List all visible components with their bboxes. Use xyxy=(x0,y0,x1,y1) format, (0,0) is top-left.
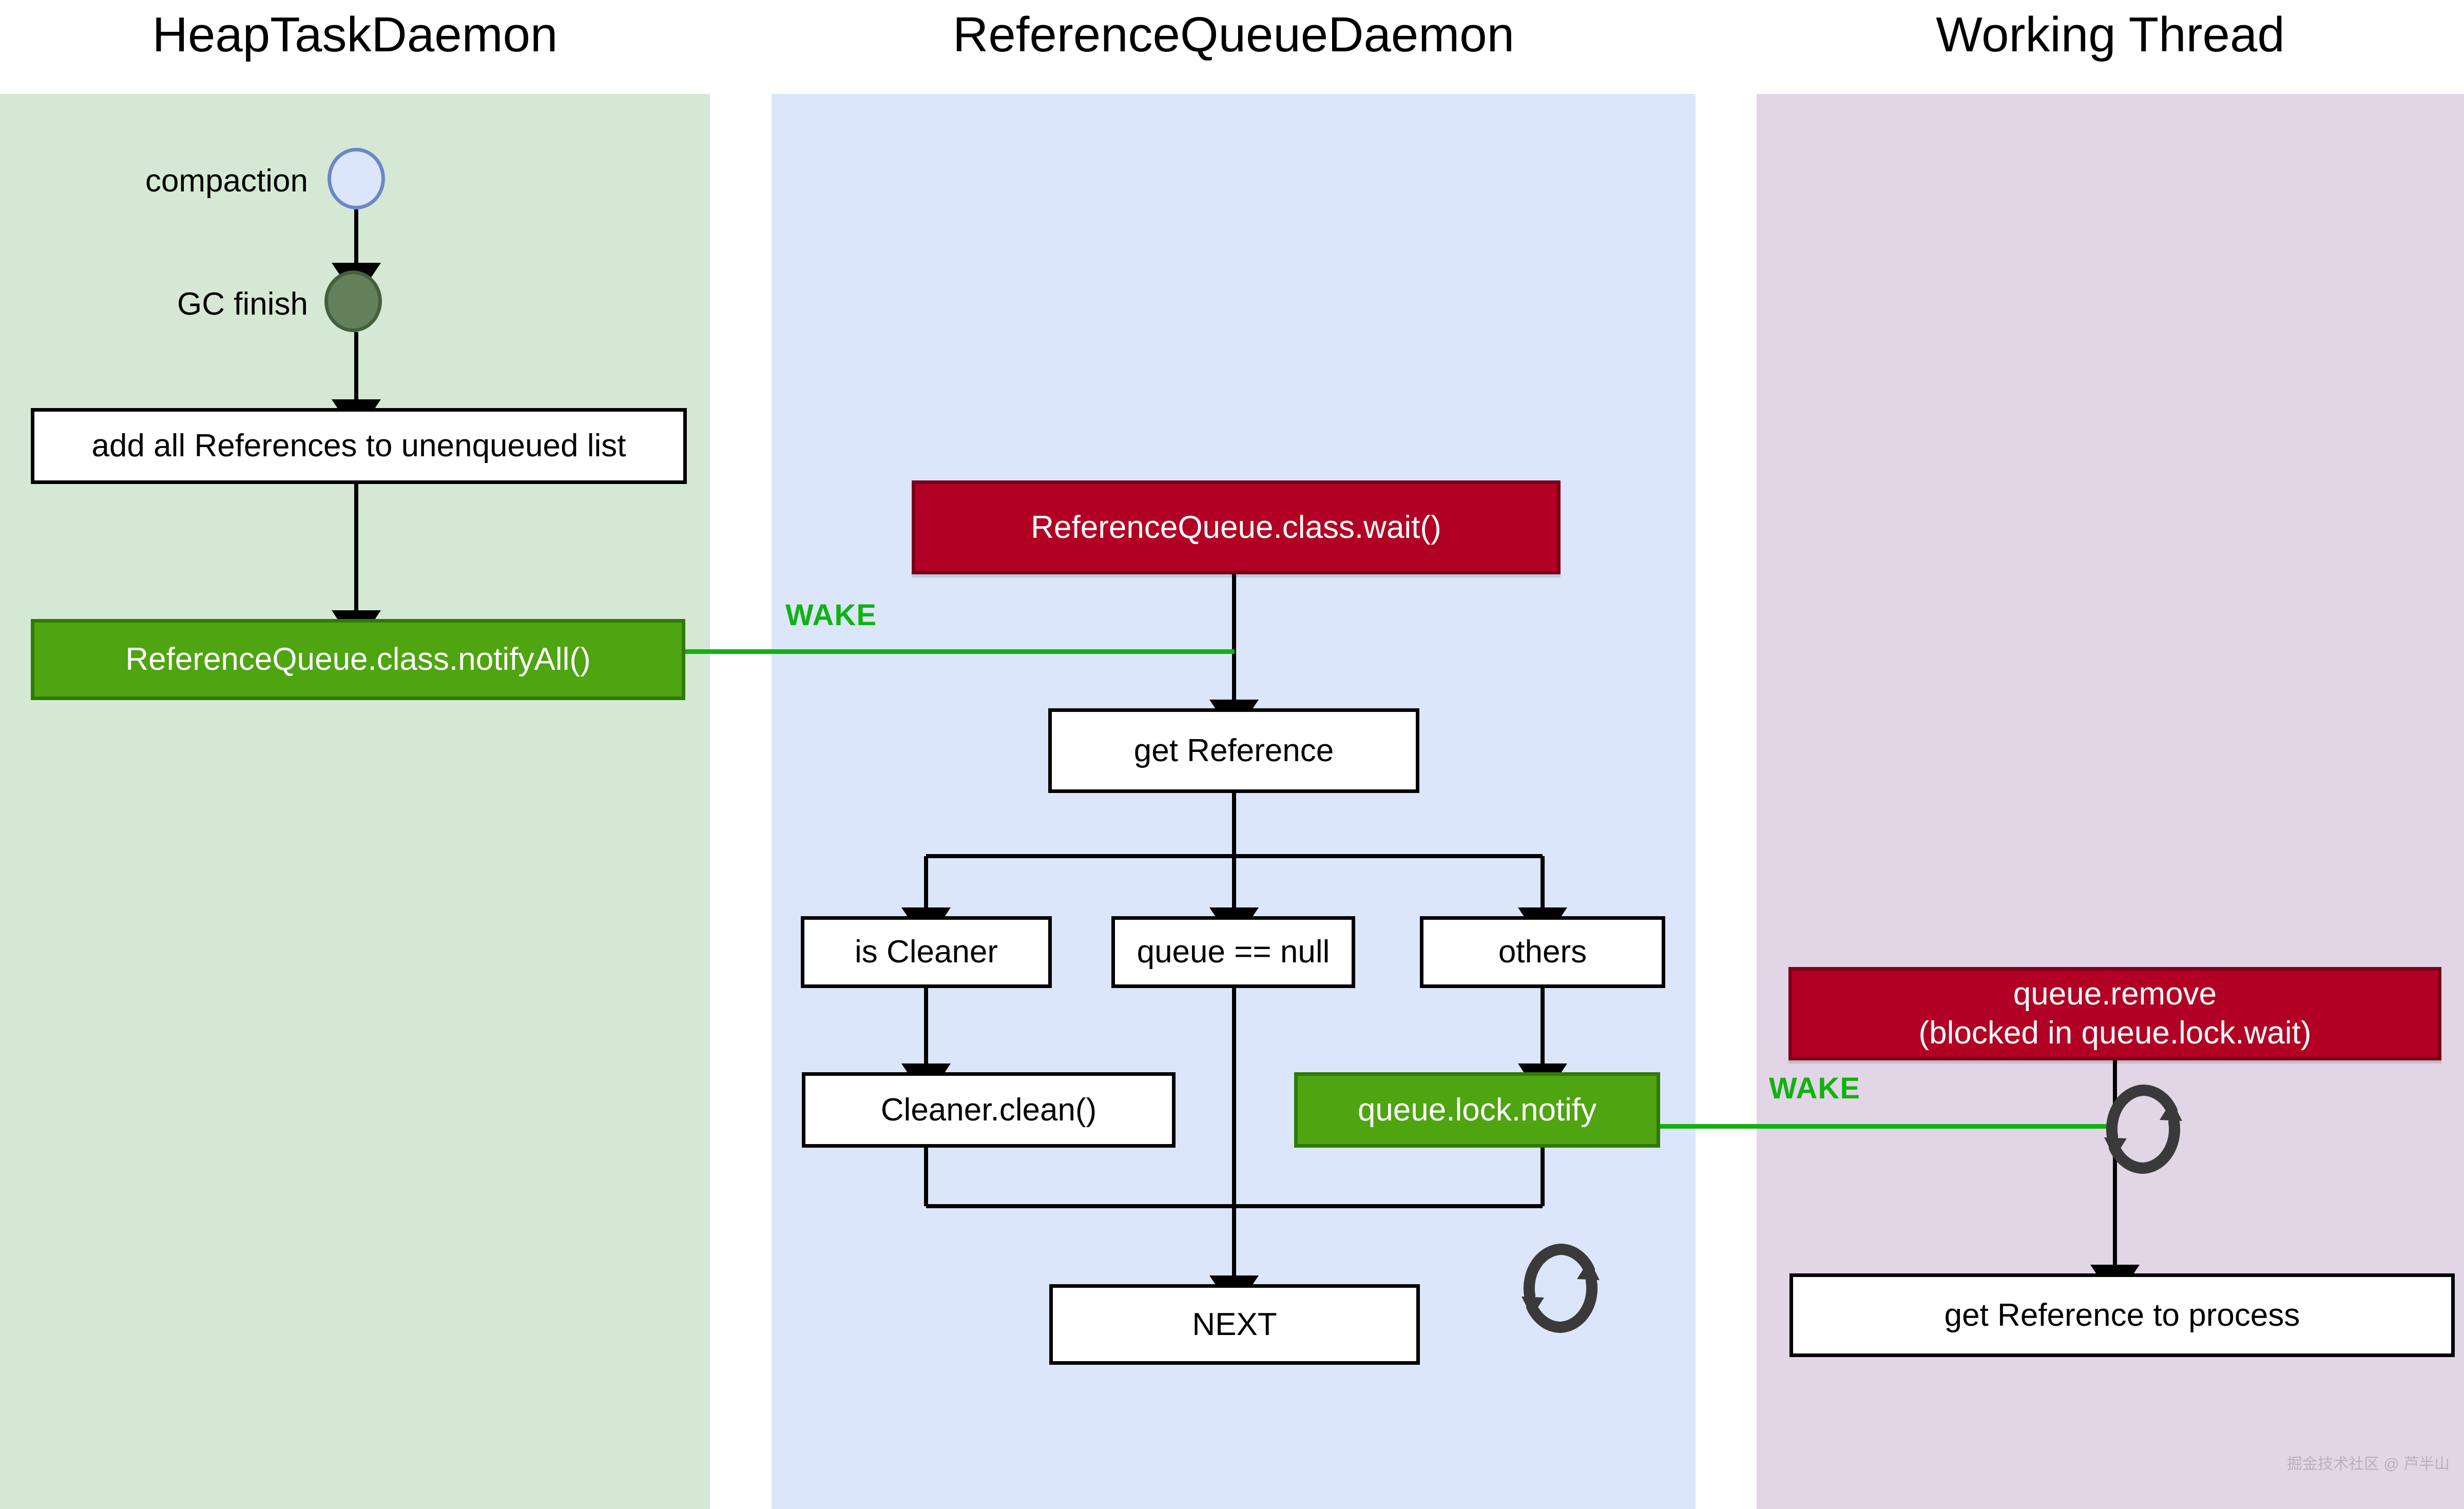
node-label-cleaner-clean: Cleaner.clean() xyxy=(880,1092,1097,1128)
node-others: others xyxy=(1420,916,1665,988)
node-is-cleaner: is Cleaner xyxy=(801,916,1052,988)
node-reference-queue-wait: ReferenceQueue.class.wait() xyxy=(912,480,1561,574)
node-add-all-references: add all References to unenqueued list xyxy=(31,408,687,484)
node-get-reference-to-process: get Reference to process xyxy=(1789,1273,2455,1357)
ellipse-node-compaction xyxy=(328,148,385,209)
node-queue-lock-notify: queue.lock.notify xyxy=(1294,1072,1660,1148)
node-reference-queue-notify-all: ReferenceQueue.class.notifyAll() xyxy=(31,619,685,700)
node-label-line: (blocked in queue.lock.wait) xyxy=(1918,1015,2312,1051)
node-label-is-cleaner: is Cleaner xyxy=(854,934,998,970)
node-next: NEXT xyxy=(1049,1284,1420,1365)
node-cleaner-clean: Cleaner.clean() xyxy=(802,1072,1176,1148)
node-queue-remove: queue.remove(blocked in queue.lock.wait) xyxy=(1788,967,2441,1060)
ellipse-label-gc-finish: GC finish xyxy=(177,286,308,322)
node-label-get-reference: get Reference xyxy=(1133,732,1334,768)
loop-cycle-icon xyxy=(1509,1237,1612,1340)
wake-label-wake-notify-all: WAKE xyxy=(785,598,877,632)
watermark: 掘金技术社区 @ 芦半山 xyxy=(2287,1456,2450,1473)
swimlane-title-working-thread: Working Thread xyxy=(1936,7,2285,62)
wake-line-wake-notify-all xyxy=(685,649,1235,654)
node-label-reference-queue-wait: ReferenceQueue.class.wait() xyxy=(1031,509,1441,545)
node-label-queue-lock-notify: queue.lock.notify xyxy=(1357,1092,1597,1128)
node-label-others: others xyxy=(1498,934,1587,970)
swimlane-title-heap-task-daemon: HeapTaskDaemon xyxy=(152,7,558,62)
node-get-reference: get Reference xyxy=(1048,708,1419,793)
wake-line-wake-lock-notify xyxy=(1660,1124,2115,1129)
swimlane-title-reference-queue-daemon: ReferenceQueueDaemon xyxy=(952,7,1514,62)
node-label-reference-queue-notify-all: ReferenceQueue.class.notifyAll() xyxy=(125,642,591,678)
node-label-get-reference-to-process: get Reference to process xyxy=(1944,1297,2300,1333)
node-queue-is-null: queue == null xyxy=(1111,916,1355,988)
node-label-line: queue.remove xyxy=(2013,976,2217,1012)
node-label-add-all-references: add all References to unenqueued list xyxy=(91,428,626,464)
ellipse-label-compaction: compaction xyxy=(145,163,308,199)
wake-label-wake-lock-notify: WAKE xyxy=(1769,1072,1860,1105)
node-label-queue-remove: queue.remove(blocked in queue.lock.wait) xyxy=(1918,975,2311,1052)
node-label-queue-is-null: queue == null xyxy=(1137,934,1330,970)
ellipse-node-gc-finish xyxy=(324,270,382,332)
loop-cycle-icon xyxy=(2092,1078,2194,1181)
node-label-next: NEXT xyxy=(1192,1306,1277,1342)
